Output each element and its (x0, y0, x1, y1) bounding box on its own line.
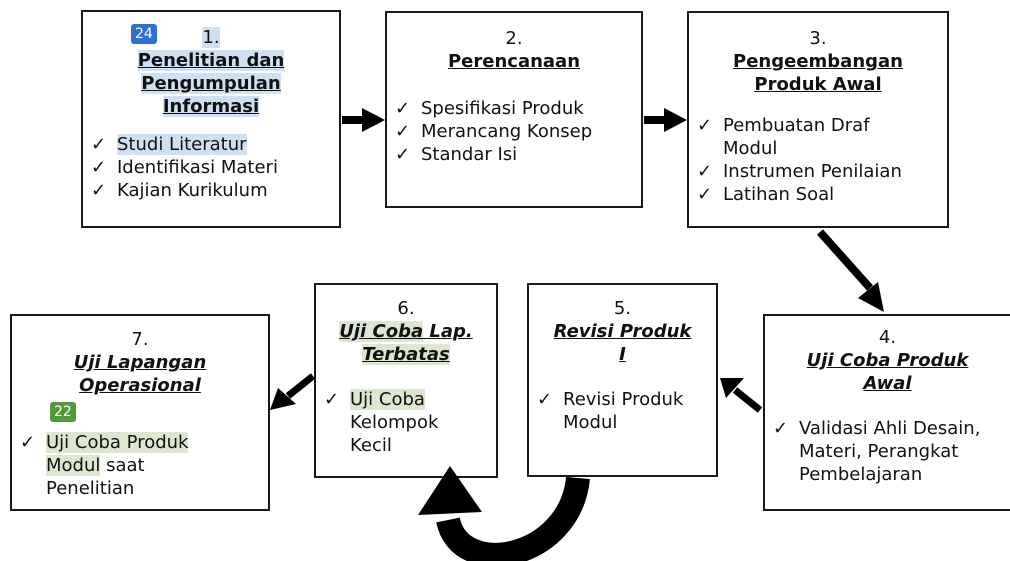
step-title: Pengumpulan (141, 73, 281, 94)
list-item: ✓Latihan Soal (697, 184, 835, 205)
step-title: Terbatas (362, 344, 450, 365)
list-item: ✓Kajian Kurikulum (91, 180, 268, 201)
step-number: 6. (397, 298, 415, 319)
check-icon: ✓ (20, 432, 36, 453)
list-item: ✓Uji Coba (324, 389, 425, 410)
step-number: 5. (613, 298, 632, 319)
step-title: Uji Lapangan (73, 352, 207, 373)
step-number: 2. (505, 28, 523, 49)
list-item: ✓Validasi Ahli Desain, Materi, Perangkat… (773, 418, 981, 485)
step-title: Perencanaan (447, 51, 581, 72)
step-items: ✓Uji Coba Kelompok Kecil (316, 388, 496, 457)
list-item: ✓Identifikasi Materi (91, 157, 278, 178)
step-title: Uji Coba Lap. (339, 321, 473, 342)
list-item: ✓Pembuatan Draf Modul (697, 115, 870, 159)
step-3-box: 3. Pengeembangan Produk Awal ✓Pembuatan … (687, 11, 949, 228)
list-item: ✓Studi Literatur (91, 134, 247, 155)
step-2-box: 2. Perencanaan ✓Spesifikasi Produk ✓Mera… (385, 11, 643, 208)
step-number: 1. (202, 27, 220, 48)
step-items: ✓Pembuatan Draf Modul ✓Instrumen Penilai… (689, 114, 947, 206)
step-items: ✓Revisi Produk Modul (529, 388, 716, 434)
step-number: 3. (809, 28, 827, 49)
check-icon: ✓ (697, 184, 713, 205)
arrow-3-to-4 (817, 229, 884, 312)
list-item: ✓Spesifikasi Produk (395, 98, 584, 119)
step-number: 4. (878, 327, 897, 348)
check-icon: ✓ (395, 144, 411, 165)
step-items: ✓Uji Coba Produk Modul saat Penelitian (12, 431, 268, 500)
step-items: ✓Validasi Ahli Desain, Materi, Perangkat… (765, 417, 1010, 486)
check-icon: ✓ (91, 180, 107, 201)
check-icon: ✓ (773, 418, 789, 439)
arrow-6-to-7 (270, 373, 316, 410)
arrow-4-to-5 (720, 378, 763, 413)
list-item: ✓Merancang Konsep (395, 121, 593, 142)
arrow-5-to-6-curved (418, 466, 590, 561)
step-title: Informasi (162, 96, 260, 117)
step-items: ✓Studi Literatur ✓Identifikasi Materi ✓K… (83, 133, 339, 202)
check-icon: ✓ (91, 134, 107, 155)
step-items: ✓Spesifikasi Produk ✓Merancang Konsep ✓S… (387, 97, 641, 166)
check-icon: ✓ (537, 389, 553, 410)
check-icon: ✓ (395, 121, 411, 142)
list-item: ✓Standar Isi (395, 144, 518, 165)
step-number: 7. (131, 329, 149, 350)
step-4-box: 4. Uji Coba Produk Awal ✓Validasi Ahli D… (763, 314, 1010, 511)
check-icon: ✓ (697, 161, 713, 182)
check-icon: ✓ (697, 115, 713, 136)
step-title: I (619, 344, 626, 365)
step-1-box: 24 1. Penelitian dan Pengumpulan Informa… (81, 10, 341, 228)
badge-22: 22 (50, 402, 76, 422)
check-icon: ✓ (395, 98, 411, 119)
list-item: Kelompok Kecil (350, 412, 439, 456)
step-title: Operasional (79, 375, 201, 396)
step-5-box: 5. Revisi Produk I ✓Revisi Produk Modul (527, 283, 718, 477)
list-item: ✓Instrumen Penilaian (697, 161, 902, 182)
list-item: ✓Revisi Produk Modul (537, 389, 684, 433)
check-icon: ✓ (324, 389, 340, 410)
list-item: ✓Uji Coba Produk Modul saat Penelitian (20, 432, 189, 499)
step-title: Pengeembangan (733, 51, 903, 72)
step-title: Produk Awal (754, 74, 882, 95)
arrow-2-to-3 (644, 108, 687, 132)
step-title: Uji Coba Produk (806, 350, 969, 371)
arrow-1-to-2 (342, 108, 385, 132)
step-title: Revisi Produk (553, 321, 692, 342)
check-icon: ✓ (91, 157, 107, 178)
step-title: Penelitian dan (137, 50, 285, 71)
badge-24: 24 (131, 24, 157, 44)
step-title: Awal (863, 373, 912, 394)
step-6-box: 6. Uji Coba Lap. Terbatas ✓Uji Coba Kelo… (314, 283, 498, 478)
step-7-box: 7. Uji Lapangan Operasional 22 ✓Uji Coba… (10, 314, 270, 511)
